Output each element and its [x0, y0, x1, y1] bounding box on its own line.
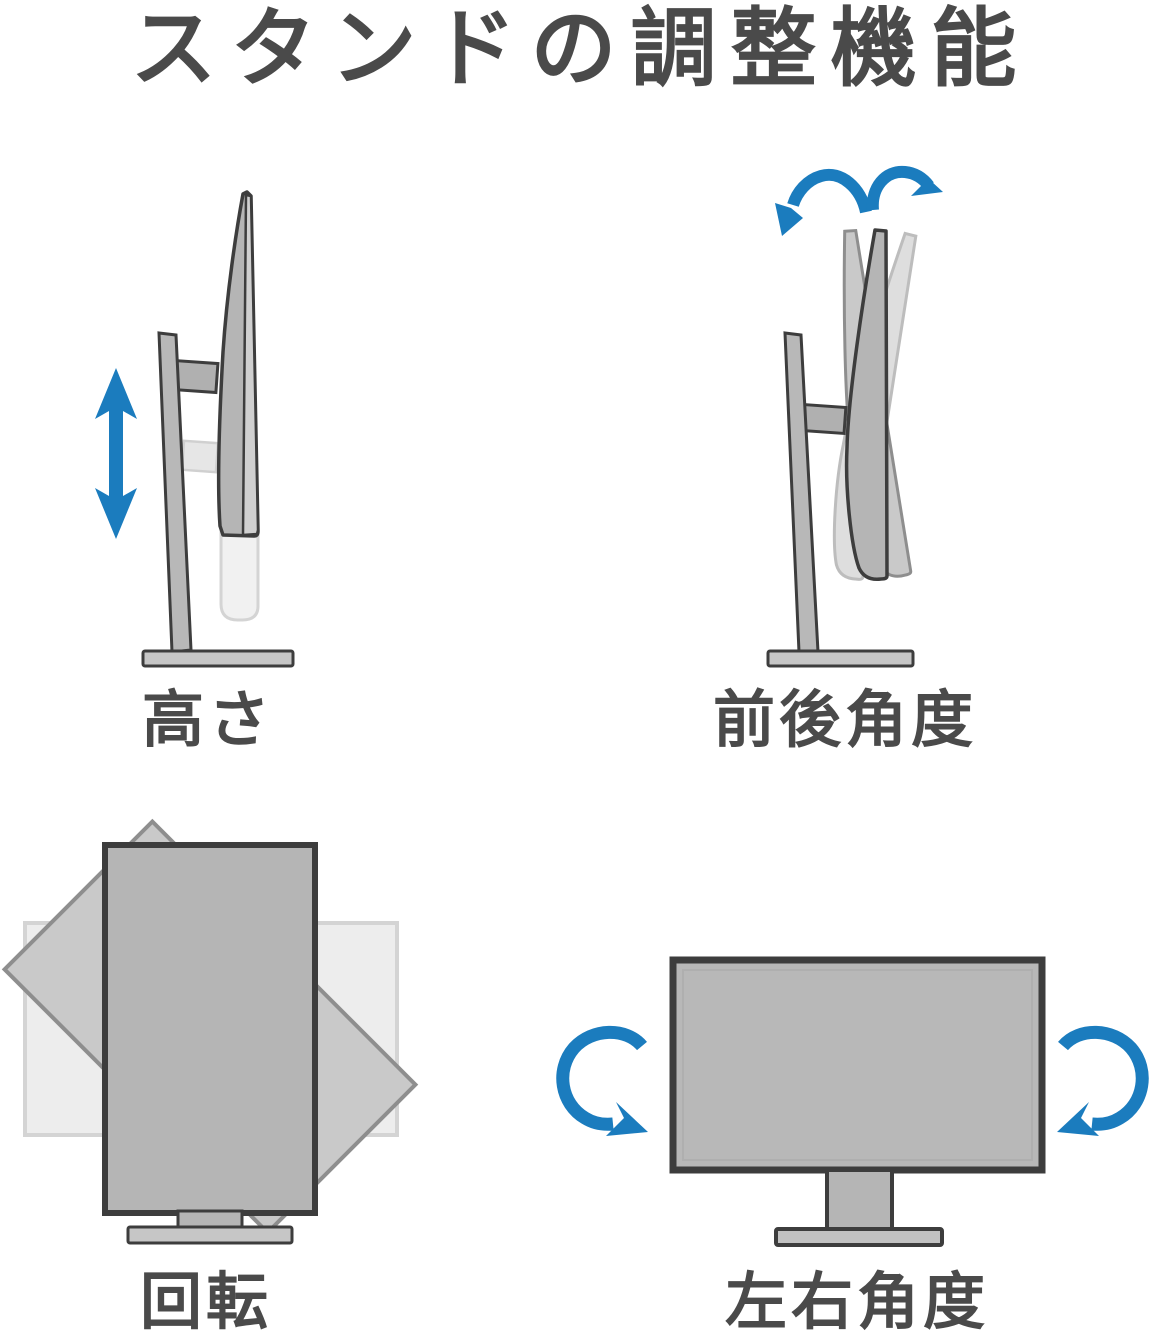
up-down-arrow-icon	[95, 368, 137, 539]
swivel-label: 左右角度	[724, 1268, 990, 1337]
tilt-label: 前後角度	[712, 686, 978, 755]
ghost-lowered-monitor	[219, 530, 260, 622]
monitor-screen-inset	[682, 969, 1033, 1161]
stand-column	[783, 331, 820, 654]
stand-neck	[825, 1168, 894, 1232]
height-adjust-figure	[88, 182, 308, 674]
ghost-lowered-bracket	[180, 439, 220, 474]
tilt-arrow-left-icon	[775, 168, 872, 236]
pivot-label: 回転	[139, 1268, 273, 1337]
monitor-swivel-illustration	[556, 956, 1149, 1247]
stand-base	[774, 1227, 944, 1247]
stand-base	[766, 649, 915, 668]
portrait-monitor	[102, 842, 318, 1216]
swivel-adjust-figure	[542, 948, 1161, 1248]
swivel-arrow-right-icon	[1057, 1025, 1149, 1136]
stand-bracket-arm	[800, 402, 848, 436]
height-label: 高さ	[141, 686, 275, 755]
monitor-front-view	[669, 956, 1046, 1174]
monitor-back-panel-strip	[241, 193, 260, 537]
monitor-side-profile	[844, 228, 889, 582]
pivot-rotate-figure	[0, 812, 430, 1248]
monitor-tilt-illustration	[766, 165, 943, 668]
tilt-adjust-figure	[735, 148, 1005, 673]
stand-base	[141, 649, 295, 668]
swivel-arrow-left-icon	[556, 1025, 648, 1136]
monitor-height-illustration	[95, 190, 295, 668]
stand-base	[126, 1225, 294, 1245]
page-title: スタンドの調整機能	[130, 1, 1031, 97]
monitor-pivot-illustration	[1, 818, 419, 1245]
tilt-arrow-right-icon	[866, 165, 943, 211]
